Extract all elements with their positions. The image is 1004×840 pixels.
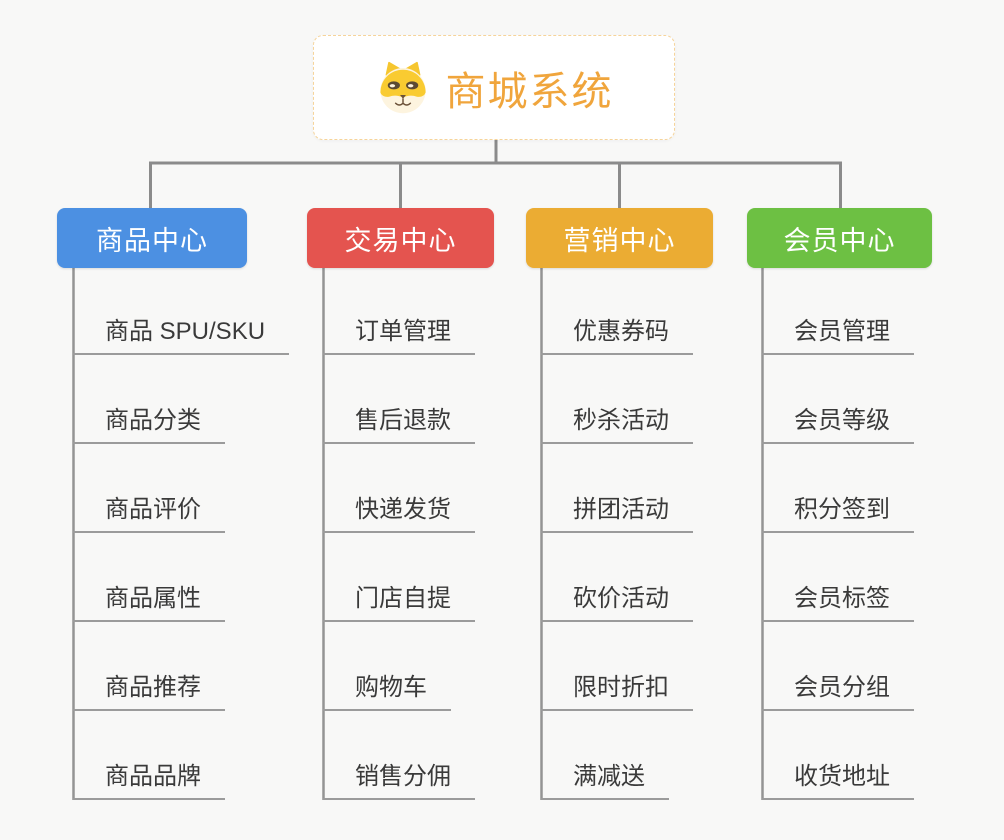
child-node[interactable]: 满减送 xyxy=(541,711,669,800)
branch-node-product-center[interactable]: 商品中心 xyxy=(57,208,247,268)
branch-label: 商品中心 xyxy=(96,225,208,256)
child-node[interactable]: 订单管理 xyxy=(323,266,475,355)
child-node[interactable]: 门店自提 xyxy=(323,533,475,622)
child-node[interactable]: 销售分佣 xyxy=(323,711,475,800)
branch-children-product-center: 商品 SPU/SKU 商品分类 商品评价 商品属性 商品推荐 商品品牌 xyxy=(73,266,290,800)
root-node[interactable]: 商城系统 xyxy=(313,35,675,140)
branch-node-marketing-center[interactable]: 营销中心 xyxy=(526,208,713,268)
branch-label: 交易中心 xyxy=(344,225,457,256)
branch-node-member-center[interactable]: 会员中心 xyxy=(747,208,932,268)
child-node[interactable]: 砍价活动 xyxy=(541,533,693,622)
child-node[interactable]: 商品推荐 xyxy=(73,622,225,711)
root-title: 商城系统 xyxy=(445,69,614,114)
child-node[interactable]: 秒杀活动 xyxy=(541,355,693,444)
branch-label: 营销中心 xyxy=(563,225,676,256)
child-node[interactable]: 会员标签 xyxy=(762,533,914,622)
child-node[interactable]: 限时折扣 xyxy=(541,622,693,711)
branch-children-member-center: 会员管理 会员等级 积分签到 会员标签 会员分组 收货地址 xyxy=(762,266,914,800)
branch-node-trade-center[interactable]: 交易中心 xyxy=(307,208,494,268)
child-node[interactable]: 购物车 xyxy=(323,622,451,711)
child-node[interactable]: 优惠券码 xyxy=(541,266,693,355)
shiba-dog-icon xyxy=(379,61,426,113)
child-node[interactable]: 商品 SPU/SKU xyxy=(73,266,290,355)
child-node[interactable]: 会员分组 xyxy=(762,622,914,711)
child-node[interactable]: 会员等级 xyxy=(762,355,914,444)
child-node[interactable]: 积分签到 xyxy=(762,444,914,533)
child-node[interactable]: 商品属性 xyxy=(73,533,225,622)
child-node[interactable]: 会员管理 xyxy=(762,266,914,355)
child-node[interactable]: 收货地址 xyxy=(762,711,914,800)
branch-children-marketing-center: 优惠券码 秒杀活动 拼团活动 砍价活动 限时折扣 满减送 xyxy=(541,266,693,800)
child-node[interactable]: 快递发货 xyxy=(323,444,475,533)
child-node[interactable]: 商品品牌 xyxy=(73,711,225,800)
child-node[interactable]: 拼团活动 xyxy=(541,444,693,533)
child-node[interactable]: 商品分类 xyxy=(73,355,225,444)
branch-children-trade-center: 订单管理 售后退款 快递发货 门店自提 购物车 销售分佣 xyxy=(323,266,475,800)
child-node[interactable]: 商品评价 xyxy=(73,444,225,533)
branch-label: 会员中心 xyxy=(783,225,896,256)
child-node[interactable]: 售后退款 xyxy=(323,355,475,444)
